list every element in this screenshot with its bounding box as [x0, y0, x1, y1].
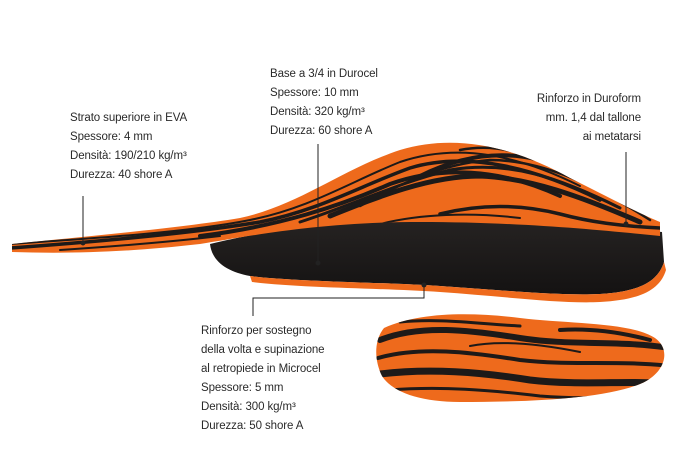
durocel-density: Densità: 320 kg/m³	[270, 106, 365, 118]
eva-density: Densità: 190/210 kg/m³	[70, 150, 187, 162]
microcel-annotation: Rinforzo per sostegno della volta e supi…	[201, 322, 325, 436]
leader-microcel-dot	[421, 282, 427, 288]
eva-thickness: Spessore: 4 mm	[70, 131, 153, 143]
microcel-title-3: al retropiede in Microcel	[201, 363, 321, 375]
leader-lines	[80, 144, 629, 316]
eva-hardness: Durezza: 40 shore A	[70, 169, 173, 181]
durocel-title: Base a 3/4 in Durocel	[270, 68, 378, 80]
duroform-annotation: Rinforzo in Duroform mm. 1,4 dal tallone…	[537, 90, 641, 147]
microcel-title-2: della volta e supinazione	[201, 344, 325, 356]
durocel-thickness: Spessore: 10 mm	[270, 87, 359, 99]
durocel-base-shape	[210, 219, 664, 295]
leader-durocel-dot	[315, 260, 321, 266]
leader-microcel	[252, 286, 425, 316]
microcel-stripes	[376, 319, 665, 400]
microcel-hardness: Durezza: 50 shore A	[201, 420, 304, 432]
durocel-hardness: Durezza: 60 shore A	[270, 125, 373, 137]
eva-layer-annotation: Strato superiore in EVA Spessore: 4 mm D…	[70, 109, 187, 185]
durocel-base-annotation: Base a 3/4 in Durocel Spessore: 10 mm De…	[270, 65, 378, 141]
duroform-detail-2: ai metatarsi	[582, 131, 641, 143]
microcel-title-1: Rinforzo per sostegno	[201, 325, 312, 337]
leader-duroform-dot	[623, 221, 629, 227]
base-bottom-rim	[250, 262, 666, 303]
duroform-detail-1: mm. 1,4 dal tallone	[545, 112, 641, 124]
eva-title: Strato superiore in EVA	[70, 112, 188, 124]
microcel-density: Densità: 300 kg/m³	[201, 401, 296, 413]
leader-eva-dot	[80, 240, 86, 246]
microcel-thickness: Spessore: 5 mm	[201, 382, 284, 394]
duroform-title: Rinforzo in Duroform	[536, 93, 641, 105]
